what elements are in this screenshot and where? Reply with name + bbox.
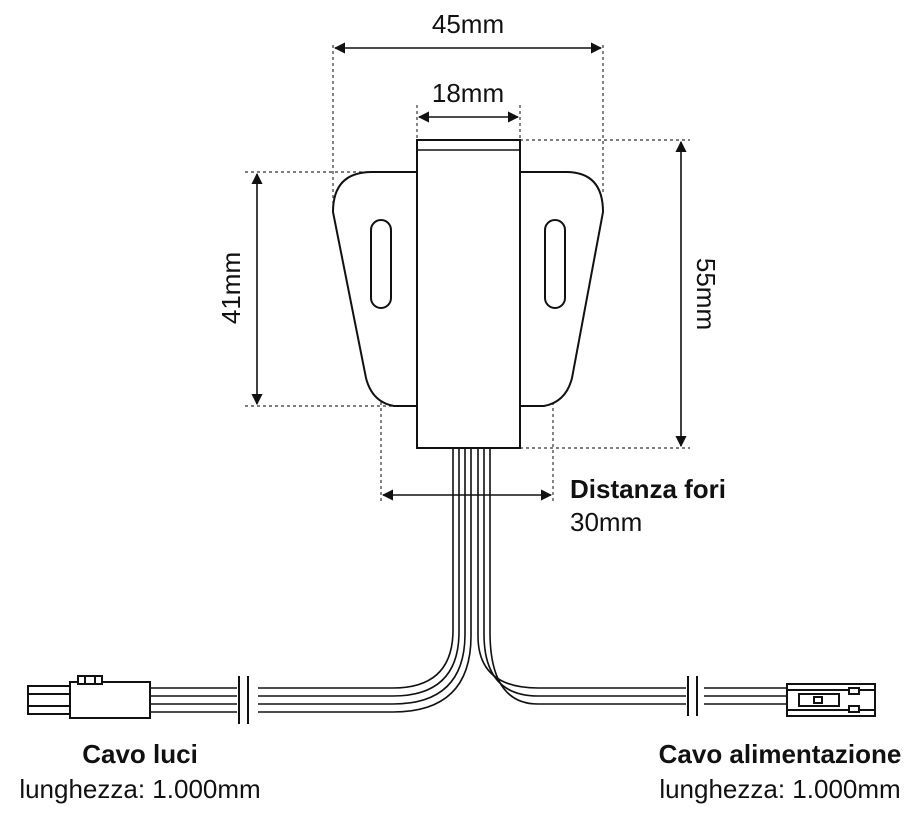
cable-break-power [687, 676, 698, 716]
hole-distance-value: 30mm [570, 507, 642, 537]
dim-label-18mm: 18mm [432, 78, 504, 108]
mounting-slot-right [544, 219, 566, 309]
cable-lights [150, 448, 472, 713]
dim-label-45mm: 45mm [432, 9, 504, 39]
hole-distance-title: Distanza fori [570, 474, 726, 504]
cable-lights-length: lunghezza: 1.000mm [19, 774, 260, 804]
connector-lights-icon [27, 675, 151, 719]
cable-lights-name: Cavo luci [82, 739, 198, 769]
cable-power [477, 448, 787, 705]
mounting-slot-left [370, 219, 392, 309]
dim-label-41mm: 41mm [216, 252, 246, 324]
sensor-body [416, 139, 521, 449]
cable-break-lights [238, 676, 249, 724]
cable-power-length: lunghezza: 1.000mm [659, 774, 900, 804]
dimension-arrows [251, 42, 687, 501]
cable-power-name: Cavo alimentazione [659, 739, 902, 769]
dim-label-55mm: 55mm [691, 258, 721, 330]
extension-lines [245, 45, 690, 502]
connector-power-icon [786, 683, 876, 717]
